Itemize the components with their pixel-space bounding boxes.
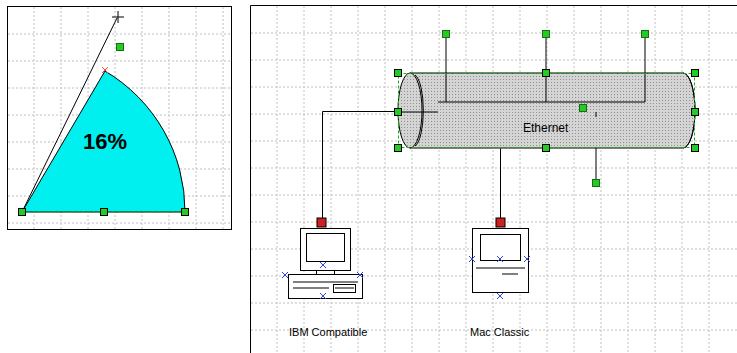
control-handles <box>117 31 649 187</box>
grid-right <box>251 6 737 353</box>
network-cable <box>323 112 399 223</box>
network-cable <box>500 149 501 223</box>
network-bus-shape <box>398 73 695 148</box>
node-label: Ethernet <box>523 121 568 135</box>
mac-computer: Mac Classic <box>466 222 536 342</box>
cursor-cross <box>112 11 124 23</box>
pie-wedge: 16% <box>22 70 186 213</box>
pc-computer: IBM Compatible <box>283 222 375 342</box>
green-handles <box>19 70 699 216</box>
left-panel-frame <box>8 7 232 230</box>
node-label: IBM Compatible <box>289 326 367 338</box>
mac-computer-shape <box>466 222 536 342</box>
node-label: Mac Classic <box>470 326 529 338</box>
pc-computer-shape <box>283 222 375 342</box>
network-bus: Ethernet <box>398 73 695 148</box>
pie-vertex-mark <box>102 67 108 73</box>
node-label: 16% <box>83 129 127 155</box>
grid-left <box>8 7 231 229</box>
right-panel-frame <box>251 6 737 353</box>
